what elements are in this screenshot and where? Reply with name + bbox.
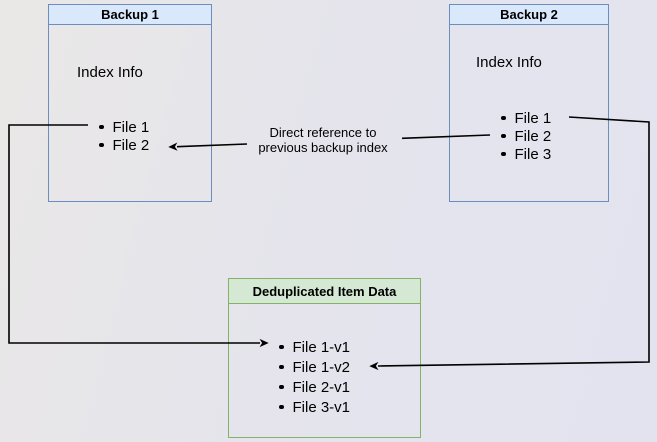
bullet-icon bbox=[501, 133, 506, 139]
dedup-box: Deduplicated Item Data File 1-v1 File 1-… bbox=[228, 278, 421, 438]
backup1-header: Backup 1 bbox=[49, 5, 211, 25]
backup2-header: Backup 2 bbox=[450, 5, 608, 25]
edge-label-line1: Direct reference to bbox=[269, 125, 377, 140]
backup1-file-list: File 1 File 2 bbox=[99, 118, 149, 154]
list-item: File 1-v1 bbox=[279, 337, 350, 357]
list-item: File 1 bbox=[501, 109, 551, 127]
file-label: File 3 bbox=[514, 145, 552, 163]
dedup-title: Deduplicated Item Data bbox=[252, 283, 397, 299]
edge-label-line2: previous backup index bbox=[258, 140, 388, 155]
backup1-title: Backup 1 bbox=[101, 7, 159, 22]
bullet-icon bbox=[99, 124, 104, 130]
bullet-icon bbox=[501, 115, 506, 121]
list-item: File 3-v1 bbox=[279, 397, 350, 417]
list-item: File 1-v2 bbox=[279, 357, 350, 377]
file-label: File 2 bbox=[112, 136, 150, 154]
list-item: File 2 bbox=[501, 127, 551, 145]
backup2-file-list: File 1 File 2 File 3 bbox=[501, 109, 551, 163]
bullet-icon bbox=[279, 364, 284, 370]
bullet-icon bbox=[279, 404, 284, 410]
file-label: File 2 bbox=[514, 127, 552, 145]
bullet-icon bbox=[99, 142, 104, 148]
dedup-file-list: File 1-v1 File 1-v2 File 2-v1 File 3-v1 bbox=[279, 337, 350, 417]
edge-label-direct-reference: Direct reference to previous backup inde… bbox=[223, 125, 423, 155]
dedup-header: Deduplicated Item Data bbox=[229, 279, 420, 304]
backup2-title: Backup 2 bbox=[500, 7, 558, 22]
list-item: File 1 bbox=[99, 118, 149, 136]
backup2-index-info-label: Index Info bbox=[476, 54, 542, 71]
list-item: File 2-v1 bbox=[279, 377, 350, 397]
bullet-icon bbox=[279, 384, 284, 390]
file-label: File 2-v1 bbox=[292, 378, 351, 396]
file-label: File 1-v2 bbox=[292, 358, 351, 376]
backup2-box: Backup 2 Index Info File 1 File 2 File 3 bbox=[449, 4, 609, 202]
bullet-icon bbox=[501, 151, 506, 157]
bullet-icon bbox=[279, 344, 284, 350]
file-label: File 3-v1 bbox=[292, 398, 351, 416]
file-label: File 1 bbox=[112, 118, 150, 136]
backup1-box: Backup 1 Index Info File 1 File 2 bbox=[48, 4, 212, 202]
backup1-index-info-label: Index Info bbox=[77, 64, 143, 81]
file-label: File 1 bbox=[514, 109, 552, 127]
list-item: File 3 bbox=[501, 145, 551, 163]
file-label: File 1-v1 bbox=[292, 338, 351, 356]
list-item: File 2 bbox=[99, 136, 149, 154]
